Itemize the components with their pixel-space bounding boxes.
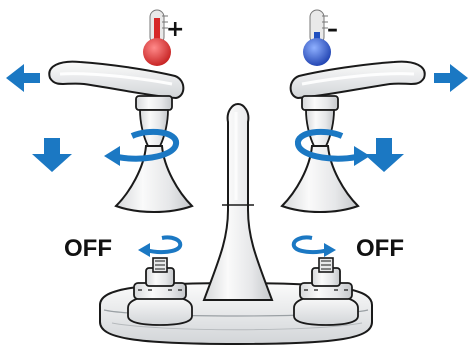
cold-minus-sign: – [327,17,338,42]
arrow-down-left-icon [32,138,72,172]
off-label-right: OFF [356,235,404,262]
rotate-arrow-off-right-icon [291,235,336,257]
arrow-outward-left-icon [6,64,40,92]
left-valve-cartridge [127,257,193,326]
faucet-spout [202,102,274,301]
thermometer-hot-icon [143,9,171,66]
rotate-arrow-left-icon [104,128,179,166]
arrow-down-right-icon [364,138,404,172]
hot-plus-sign: + [166,17,184,42]
rotate-arrow-off-left-icon [138,235,183,257]
rotate-arrow-right-icon [295,128,370,166]
arrow-outward-right-icon [434,64,468,92]
off-label-left: OFF [64,235,112,262]
left-handle [48,60,194,213]
thermometer-cold-icon [303,9,331,66]
right-valve-cartridge [293,257,359,326]
right-handle [280,60,426,213]
